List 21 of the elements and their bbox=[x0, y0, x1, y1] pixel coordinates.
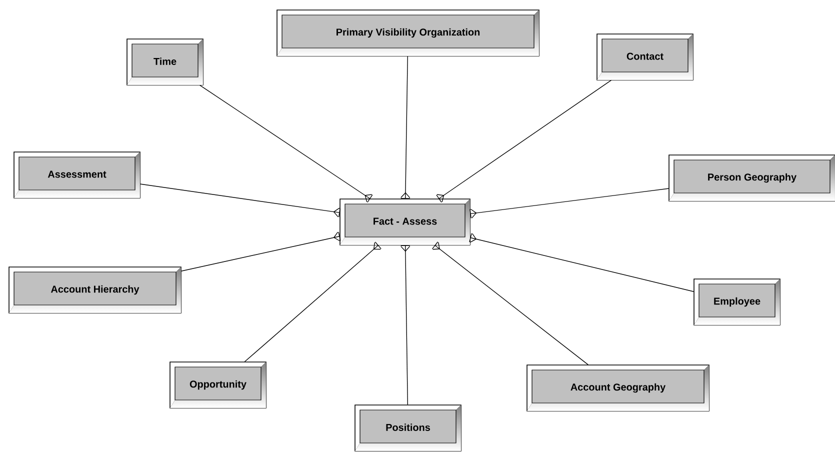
table-box: Employee bbox=[694, 278, 780, 326]
table-box: Account Geography bbox=[526, 364, 710, 412]
table-box: Contact bbox=[596, 34, 694, 80]
connector bbox=[400, 56, 410, 199]
table-box: Fact - Assess bbox=[340, 198, 470, 246]
table-box: Person Geography bbox=[668, 154, 835, 202]
connector bbox=[436, 80, 612, 203]
table-box: Assessment bbox=[14, 152, 140, 198]
connector bbox=[432, 242, 589, 366]
table-box: Positions bbox=[354, 404, 462, 452]
table-box: Opportunity bbox=[170, 362, 266, 408]
connector bbox=[469, 233, 694, 292]
table-box: Primary Visibility Organization bbox=[276, 10, 540, 56]
connector bbox=[140, 184, 340, 218]
connector bbox=[180, 232, 341, 272]
table-box: Account Hierarchy bbox=[8, 266, 182, 314]
connector bbox=[400, 245, 410, 406]
table-box: Time bbox=[126, 38, 204, 86]
connector bbox=[244, 242, 382, 362]
connector bbox=[199, 84, 373, 203]
connector bbox=[470, 188, 670, 218]
